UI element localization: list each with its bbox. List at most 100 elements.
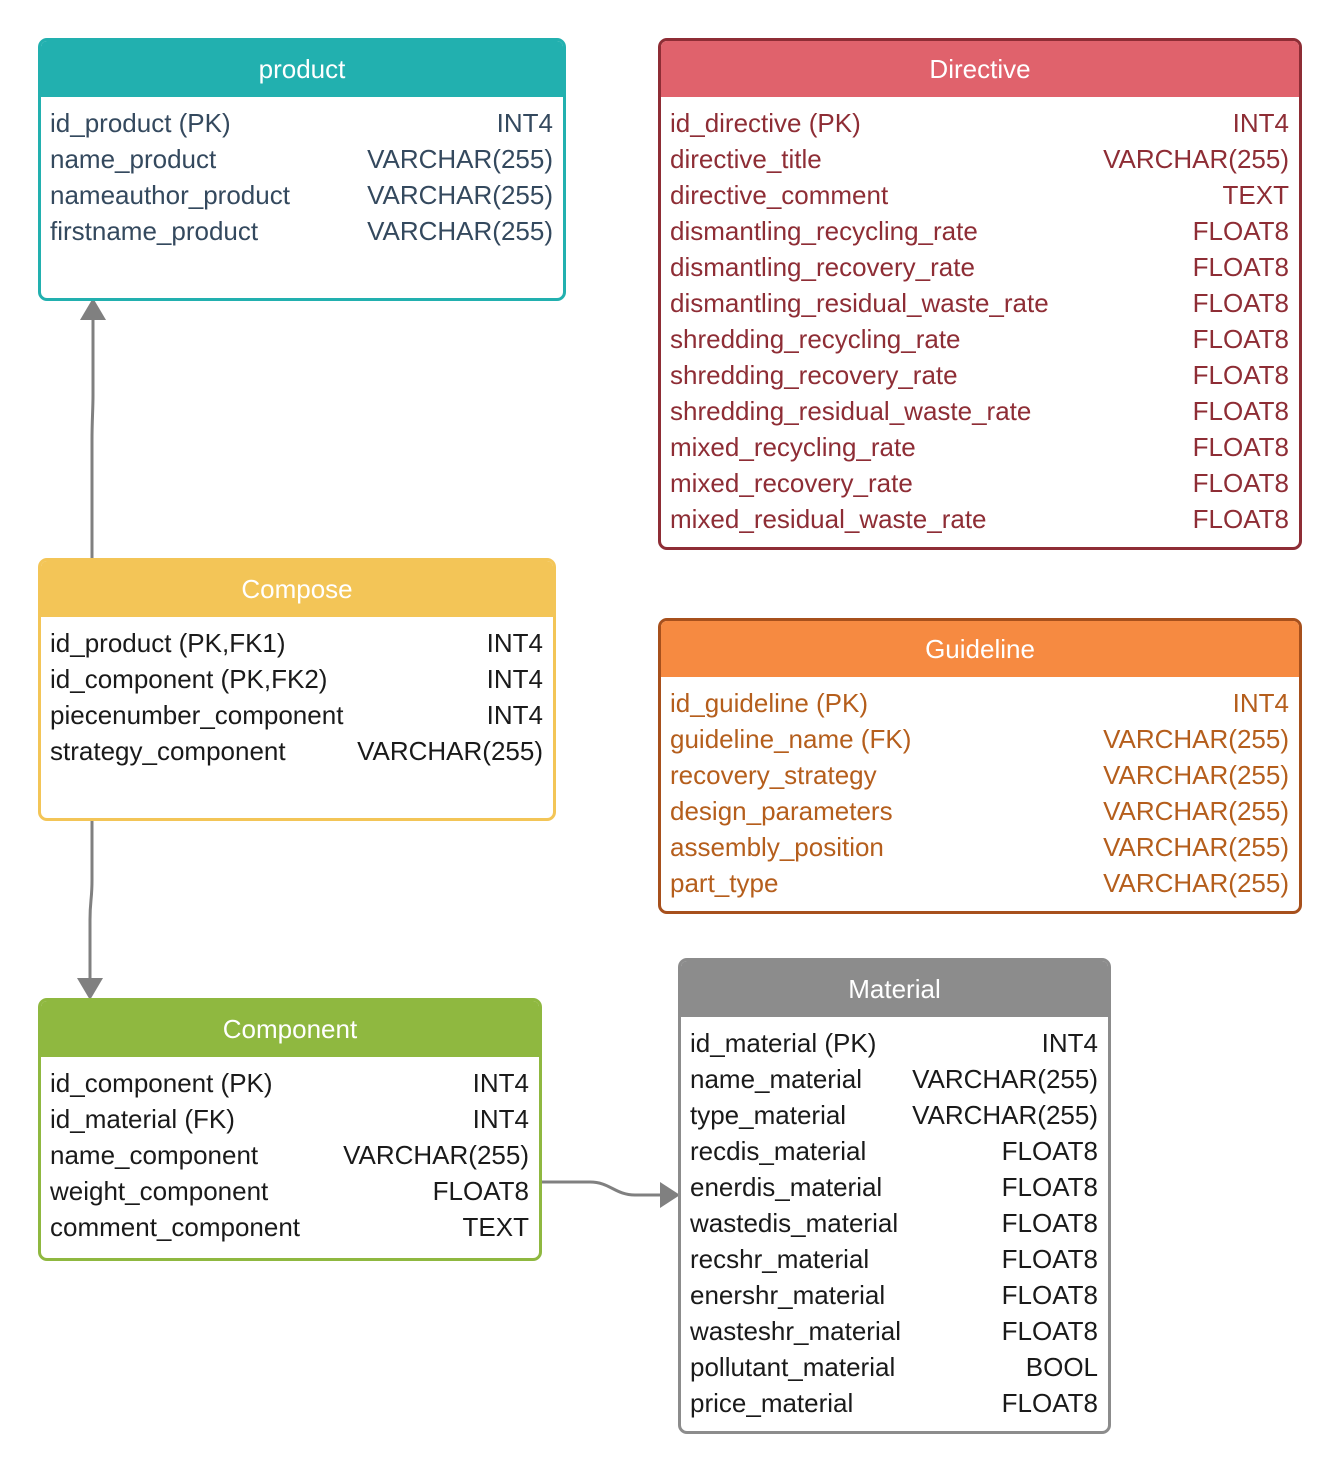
field-name: id_component (PK,FK2) bbox=[50, 663, 328, 694]
field-name: directive_title bbox=[670, 143, 822, 174]
field-row[interactable]: id_material (FK)INT4 bbox=[50, 1101, 529, 1137]
field-row[interactable]: id_product (PK)INT4 bbox=[50, 105, 553, 141]
field-type: FLOAT8 bbox=[1001, 1315, 1098, 1346]
field-row[interactable]: name_product VARCHAR(255) bbox=[50, 141, 553, 177]
table-header: Directive bbox=[661, 41, 1299, 97]
field-name: guideline_name (FK) bbox=[670, 723, 912, 754]
field-type: FLOAT8 bbox=[1001, 1171, 1098, 1202]
field-name: mixed_recycling_rate bbox=[670, 431, 916, 462]
field-row[interactable]: wastedis_material FLOAT8 bbox=[690, 1205, 1098, 1241]
field-row[interactable]: mixed_recovery_rate FLOAT8 bbox=[670, 465, 1289, 501]
arrowhead-component bbox=[77, 978, 103, 1000]
field-name: recovery_strategy bbox=[670, 759, 877, 790]
field-type: VARCHAR(255) bbox=[1103, 143, 1289, 174]
field-type: INT4 bbox=[486, 699, 543, 730]
field-name: weight_component bbox=[50, 1175, 269, 1206]
field-type: INT4 bbox=[1232, 107, 1289, 138]
field-row[interactable]: id_component (PK)INT4 bbox=[50, 1065, 529, 1101]
field-type: FLOAT8 bbox=[1001, 1135, 1098, 1166]
field-row[interactable]: id_component (PK,FK2) INT4 bbox=[50, 661, 543, 697]
field-name: pollutant_material bbox=[690, 1351, 896, 1382]
field-type: VARCHAR(255) bbox=[357, 735, 543, 766]
field-row[interactable]: guideline_name (FK) VARCHAR(255) bbox=[670, 721, 1289, 757]
field-name: price_material bbox=[690, 1387, 854, 1418]
field-name: mixed_recovery_rate bbox=[670, 467, 913, 498]
field-type: FLOAT8 bbox=[1192, 287, 1289, 318]
field-type: INT4 bbox=[1232, 687, 1289, 718]
field-name: id_product (PK) bbox=[50, 107, 231, 138]
field-type: FLOAT8 bbox=[1192, 323, 1289, 354]
field-type: VARCHAR(255) bbox=[1103, 723, 1289, 754]
field-name: recdis_material bbox=[690, 1135, 867, 1166]
field-name: id_product (PK,FK1) bbox=[50, 627, 286, 658]
field-type: FLOAT8 bbox=[1192, 467, 1289, 498]
field-name: name_product bbox=[50, 143, 217, 174]
field-name: comment_component bbox=[50, 1211, 301, 1242]
arrowhead-product bbox=[80, 298, 106, 320]
field-type: BOOL bbox=[1025, 1351, 1098, 1382]
field-row[interactable]: enerdis_material FLOAT8 bbox=[690, 1169, 1098, 1205]
field-row[interactable]: directive_title VARCHAR(255) bbox=[670, 141, 1289, 177]
relation-component-to-material bbox=[540, 1180, 662, 1197]
field-name: wastedis_material bbox=[690, 1207, 899, 1238]
field-type: VARCHAR(255) bbox=[367, 179, 553, 210]
field-row[interactable]: recovery_strategy VARCHAR(255) bbox=[670, 757, 1289, 793]
field-name: id_material (PK) bbox=[690, 1027, 877, 1058]
table-header: Component bbox=[41, 1001, 539, 1057]
field-name: mixed_residual_waste_rate bbox=[670, 503, 987, 534]
field-row[interactable]: piecenumber_component INT4 bbox=[50, 697, 543, 733]
field-row[interactable]: recdis_material FLOAT8 bbox=[690, 1133, 1098, 1169]
field-type: FLOAT8 bbox=[1001, 1207, 1098, 1238]
relation-compose-to-product bbox=[90, 318, 95, 560]
field-name: shredding_recovery_rate bbox=[670, 359, 958, 390]
field-row[interactable]: id_guideline (PK)INT4 bbox=[670, 685, 1289, 721]
field-name: dismantling_recycling_rate bbox=[670, 215, 978, 246]
field-type: INT4 bbox=[486, 663, 543, 694]
field-name: type_material bbox=[690, 1099, 847, 1130]
field-type: FLOAT8 bbox=[1192, 395, 1289, 426]
field-type: VARCHAR(255) bbox=[1103, 759, 1289, 790]
field-row[interactable]: id_material (PK)INT4 bbox=[690, 1025, 1098, 1061]
field-row[interactable]: id_product (PK,FK1)INT4 bbox=[50, 625, 543, 661]
field-name: enerdis_material bbox=[690, 1171, 883, 1202]
field-row[interactable]: id_directive (PK)INT4 bbox=[670, 105, 1289, 141]
field-row[interactable]: pollutant_material BOOL bbox=[690, 1349, 1098, 1385]
field-type: VARCHAR(255) bbox=[367, 143, 553, 174]
field-row[interactable]: type_material VARCHAR(255) bbox=[690, 1097, 1098, 1133]
field-type: VARCHAR(255) bbox=[912, 1099, 1098, 1130]
field-name: piecenumber_component bbox=[50, 699, 344, 730]
